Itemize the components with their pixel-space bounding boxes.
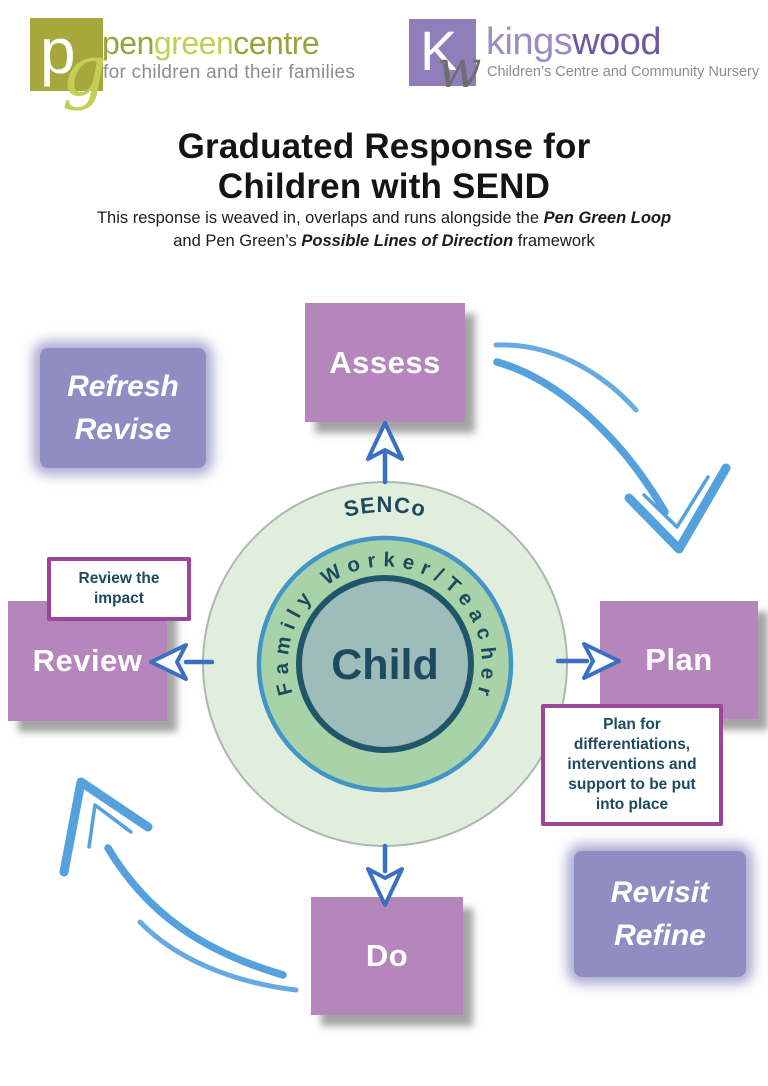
plan-detail-annotation: Plan for differentiations, interventions…: [541, 704, 723, 826]
refresh-revise-label: Refresh Revise: [67, 369, 179, 447]
plan-detail-text: Plan for differentiations, interventions…: [567, 716, 697, 813]
review-label: Review: [32, 643, 143, 678]
pengreen-word-pen: pen: [102, 25, 154, 61]
pengreen-wordmark: pengreencentre: [102, 25, 320, 62]
subtitle-bold-pen-green-loop: Pen Green Loop: [543, 209, 672, 227]
page-title: Graduated Response for Children with SEN…: [177, 127, 591, 206]
refresh-revise-note: Refresh Revise: [40, 348, 206, 468]
subtitle-bold-possible-lines: Possible Lines of Direction: [301, 231, 514, 250]
plan-label: Plan: [645, 642, 713, 677]
pengreen-logo-g-icon: g: [62, 30, 107, 112]
pengreen-word-green: green: [153, 25, 234, 61]
kingswood-logo-square: [409, 19, 476, 86]
subtitle-line-2: and Pen Green’s Possible Lines of Direct…: [0, 230, 768, 253]
assess-box: Assess: [305, 303, 465, 422]
review-impact-annotation: Review the impact: [47, 557, 191, 621]
kingswood-logo-w-icon: w: [437, 40, 482, 100]
do-label: Do: [365, 938, 409, 973]
pengreen-word-centre: centre: [233, 25, 320, 61]
revisit-refine-label: Revisit Refine: [610, 875, 710, 953]
subtitle-text: This response is weaved in, overlaps and…: [96, 209, 544, 227]
kingswood-wordmark: kingswood: [486, 21, 662, 64]
pengreen-tagline: for children and their families: [103, 62, 356, 83]
subtitle-line-1: This response is weaved in, overlaps and…: [0, 207, 768, 230]
child-label: Child: [331, 641, 438, 689]
revisit-refine-note: Revisit Refine: [574, 851, 746, 977]
review-impact-text: Review the impact: [78, 570, 160, 607]
assess-label: Assess: [329, 344, 441, 380]
plan-box: Plan: [600, 601, 758, 719]
kingswood-logo-k: K: [420, 19, 458, 82]
pengreen-logo-square: [30, 18, 103, 91]
kingswood-word-kings: kings: [486, 21, 573, 63]
kingswood-tagline: Children’s Centre and Community Nursery: [487, 64, 760, 80]
page-subtitle: This response is weaved in, overlaps and…: [0, 207, 768, 253]
do-box: Do: [311, 897, 463, 1015]
inner-circle-child: [296, 575, 474, 753]
subtitle-text: framework: [513, 231, 595, 250]
pengreen-logo-p: p: [40, 15, 76, 87]
kingswood-word-wood: wood: [572, 21, 662, 63]
review-box: Review: [8, 601, 167, 721]
subtitle-text: and Pen Green’s: [173, 231, 302, 250]
